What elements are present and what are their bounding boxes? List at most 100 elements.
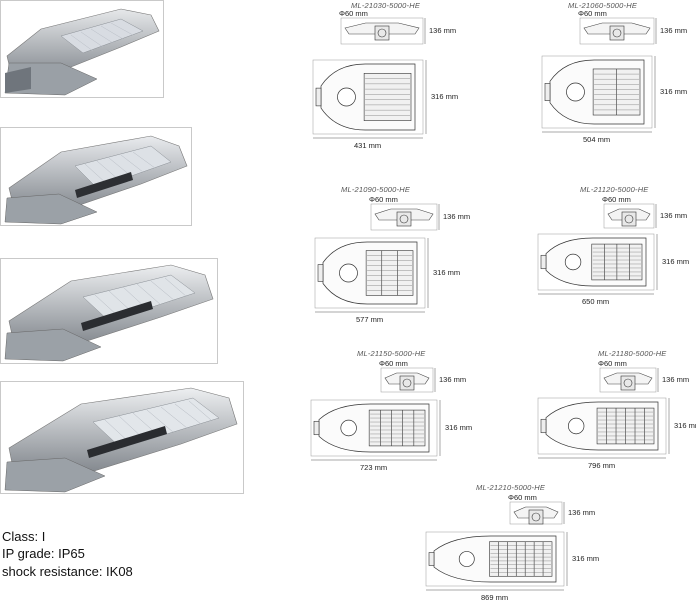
drawing-lines: [310, 367, 441, 461]
drawing-lines: [541, 17, 657, 133]
depth-label: 316 mm: [674, 421, 696, 430]
side-view-mount: [528, 509, 544, 525]
top-view-clamp: [428, 552, 435, 566]
spec-ip-grade: IP grade: IP65: [2, 546, 85, 561]
drawing-lines: [425, 501, 568, 591]
product-photo-4: [0, 381, 244, 494]
pipe-diameter-label: Φ60 mm: [339, 9, 368, 18]
led-module: [368, 409, 426, 447]
street-light-image: [4, 8, 160, 96]
depth-label: 316 mm: [445, 423, 473, 432]
side-view-mount: [399, 375, 415, 391]
top-view-clamp: [544, 83, 551, 101]
width-label: 577 mm: [356, 315, 384, 324]
drawing-lines: [537, 203, 658, 295]
pipe-diameter-label: Φ60 mm: [369, 195, 398, 204]
drawing-lines: [312, 17, 427, 139]
depth-label: 316 mm: [660, 87, 688, 96]
top-view-clamp: [540, 254, 547, 270]
top-view-cover: [339, 263, 358, 283]
top-view-clamp: [317, 264, 324, 282]
side-view-frame: [603, 203, 655, 229]
street-light-image: [4, 264, 214, 362]
top-view-cover: [340, 419, 357, 437]
model-number: ML-21210-5000-HE: [476, 483, 546, 492]
height-label: 136 mm: [660, 211, 688, 220]
depth-label: 316 mm: [431, 92, 459, 101]
model-number: ML-21060-5000-HE: [568, 1, 638, 10]
side-view-frame: [579, 17, 655, 45]
side-view-pipe: [402, 378, 412, 388]
side-view-mount: [374, 25, 390, 41]
top-view-cover: [337, 87, 356, 107]
side-view-pipe: [612, 28, 622, 38]
side-view-pipe: [377, 28, 387, 38]
top-view-cover: [566, 82, 585, 102]
model-number: ML-21150-5000-HE: [357, 349, 426, 358]
height-label: 136 mm: [660, 26, 688, 35]
product-photo-1: [0, 0, 164, 98]
top-view-frame: [537, 397, 667, 455]
width-label: 431 mm: [354, 141, 382, 150]
side-view-mount: [396, 211, 412, 227]
side-view-pipe: [624, 214, 634, 224]
pipe-diameter-label: Φ60 mm: [598, 359, 627, 368]
product-photo-3: [0, 258, 218, 364]
pipe-diameter-label: Φ60 mm: [602, 195, 631, 204]
pipe-diameter-label: Φ60 mm: [578, 9, 607, 18]
side-view-pipe: [399, 214, 409, 224]
side-view-pipe: [623, 378, 633, 388]
top-view-cover: [564, 253, 582, 271]
drawing-lines: [314, 203, 440, 313]
side-view-pipe: [531, 512, 541, 522]
top-view-frame: [425, 531, 565, 587]
pipe-diameter-label: Φ60 mm: [379, 359, 408, 368]
depth-label: 316 mm: [433, 268, 461, 277]
height-label: 136 mm: [443, 212, 471, 221]
side-view-frame: [599, 367, 657, 393]
height-label: 136 mm: [439, 375, 467, 384]
width-label: 869 mm: [481, 593, 509, 602]
spec-shock-resistance: shock resistance: IK08: [2, 564, 133, 579]
model-number: ML-21030-5000-HE: [351, 1, 421, 10]
height-label: 136 mm: [662, 375, 690, 384]
top-view-clamp: [315, 87, 322, 107]
depth-label: 316 mm: [662, 257, 690, 266]
side-view-mount: [620, 375, 636, 391]
width-label: 504 mm: [583, 135, 611, 144]
width-label: 650 mm: [582, 297, 610, 306]
top-view-frame: [310, 399, 438, 457]
side-view-frame: [380, 367, 434, 393]
street-light-image: [4, 135, 188, 225]
led-module: [365, 250, 414, 296]
height-label: 136 mm: [568, 508, 596, 517]
top-view-frame: [314, 237, 426, 309]
street-light-image: [4, 387, 238, 493]
model-number: ML-21090-5000-HE: [341, 185, 411, 194]
model-number: ML-21180-5000-HE: [598, 349, 667, 358]
led-module: [489, 541, 553, 577]
top-view-frame: [541, 55, 653, 129]
side-view-frame: [370, 203, 438, 231]
top-view-cover: [458, 551, 475, 567]
top-view-cover: [567, 417, 585, 435]
top-view-frame: [537, 233, 655, 291]
depth-label: 316 mm: [572, 554, 600, 563]
top-view-frame: [312, 59, 424, 135]
top-view-clamp: [313, 420, 320, 436]
width-label: 796 mm: [588, 461, 616, 470]
product-photo-2: [0, 127, 192, 226]
width-label: 723 mm: [360, 463, 388, 472]
height-label: 136 mm: [429, 26, 457, 35]
led-module: [363, 73, 412, 121]
spec-class: Class: I: [2, 529, 46, 544]
pipe-diameter-label: Φ60 mm: [508, 493, 537, 502]
top-view-clamp: [540, 418, 547, 434]
